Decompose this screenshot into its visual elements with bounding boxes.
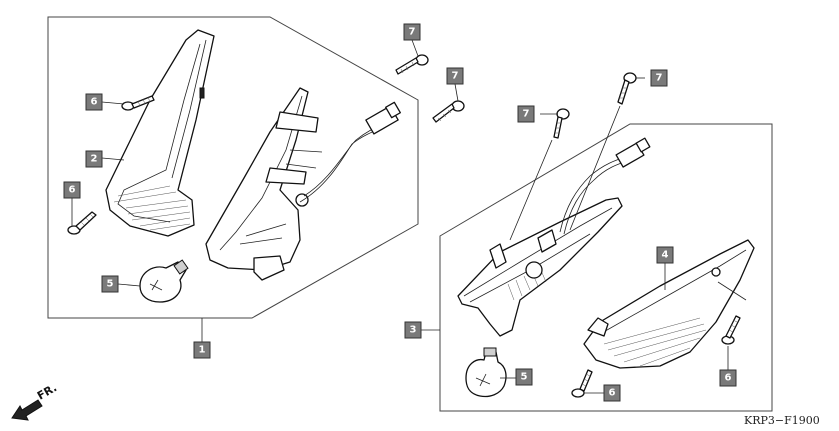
front-direction-indicator: FR.: [11, 381, 59, 421]
screw-7-right-lower: [553, 108, 570, 139]
screw-6-top-left: [121, 95, 155, 111]
callout-1: 1: [193, 341, 211, 359]
housing-right: [457, 137, 651, 337]
callout-3: 3: [404, 321, 422, 339]
bulb-right: [465, 347, 507, 398]
callout-7-right-lower-label: 7: [523, 109, 530, 120]
callout-3-label: 3: [410, 325, 417, 336]
callout-7-right-upper: 7: [650, 69, 668, 87]
callout-6-bottom-right: 6: [603, 384, 621, 402]
callout-7-right-upper-label: 7: [656, 73, 663, 84]
front-direction-label: FR.: [35, 381, 59, 402]
callout-6-top-left-label: 6: [91, 97, 98, 108]
callout-1-label: 1: [199, 345, 206, 356]
callout-7-right-lower: 7: [517, 105, 535, 123]
callout-7-mid: 7: [446, 67, 464, 85]
housing-left: [205, 87, 401, 281]
callout-7-top: 7: [403, 23, 421, 41]
callout-7-top-label: 7: [409, 27, 416, 38]
screw-7-right-upper: [617, 72, 637, 105]
callout-4-label: 4: [662, 250, 669, 261]
screw-7-top: [395, 54, 429, 75]
callout-7-mid-label: 7: [452, 71, 459, 82]
callout-4: 4: [656, 246, 674, 264]
lens-left: [105, 29, 215, 237]
callout-6-right-label: 6: [725, 373, 732, 384]
callout-5-left: 5: [101, 275, 119, 293]
bulb-left: [139, 259, 189, 303]
leader-lines: [71, 39, 747, 394]
callout-6-bottom-left-label: 6: [69, 185, 76, 196]
front-arrow-icon: [11, 399, 43, 421]
callout-2-label: 2: [91, 154, 98, 165]
callout-6-bottom-right-label: 6: [609, 388, 616, 399]
screw-6-right-lower: [571, 369, 593, 398]
screw-6-bottom-left: [67, 211, 97, 235]
assembly-3-frame: [439, 123, 773, 412]
assembly-1-frame: [47, 16, 419, 319]
callout-6-bottom-left: 6: [63, 181, 81, 199]
screw-7-mid: [432, 100, 465, 123]
lens-right: [583, 239, 755, 369]
diagram-code: KRP3−F1900: [744, 414, 820, 427]
callout-5-right: 5: [515, 368, 533, 386]
callout-6-top-left: 6: [85, 93, 103, 111]
callout-5-left-label: 5: [107, 279, 114, 290]
callout-6-right: 6: [719, 369, 737, 387]
screw-6-right-vertical: [721, 315, 741, 345]
callout-5-right-label: 5: [521, 372, 528, 383]
callout-2: 2: [85, 150, 103, 168]
